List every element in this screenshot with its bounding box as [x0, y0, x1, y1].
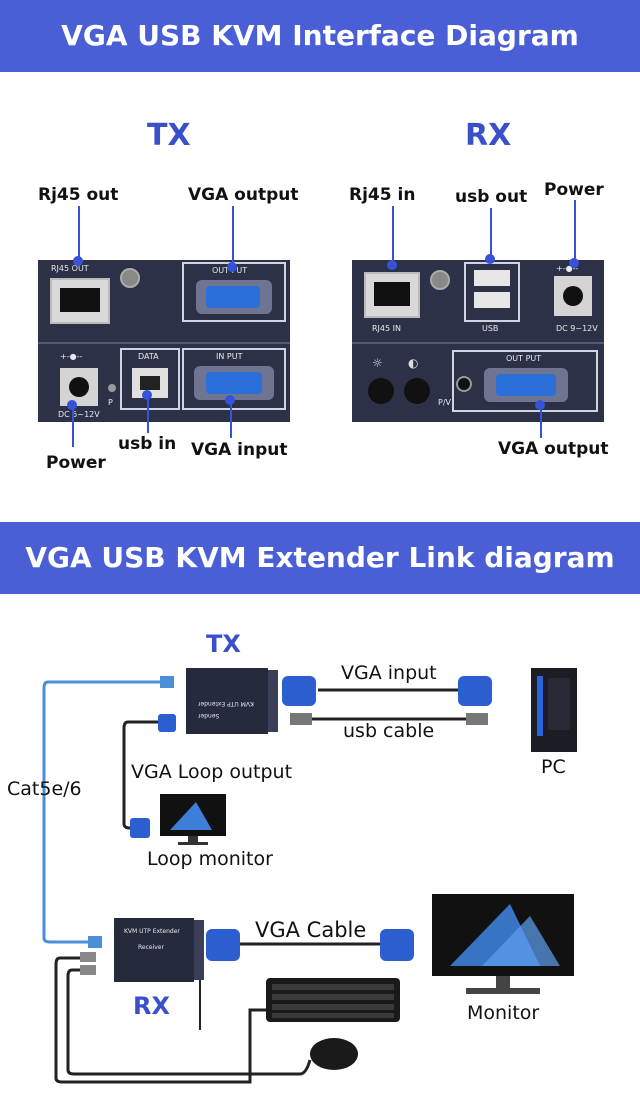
rx-usb-port-2: [474, 292, 510, 308]
brightness-icon: ☼: [372, 356, 383, 370]
rx-rj45-plug: [88, 936, 102, 948]
mouse: [310, 1038, 358, 1070]
leader-dot-tx-vga-out: [227, 262, 237, 272]
link-vga-loop-output-label: VGA Loop output: [131, 761, 293, 783]
rx-rj45-port: [364, 272, 420, 318]
leader-dot-rx-usb: [485, 254, 495, 264]
leader-dot-tx-usb: [142, 390, 152, 400]
tx-data-box: DATA: [120, 348, 180, 410]
rx-output-text: OUT PUT: [506, 354, 542, 363]
leader-tx-rj45: [78, 206, 80, 262]
rx-device-panel: RJ45 IN USB +-●-- DC 9~12V ☼ ◐ P/V OUT P…: [352, 260, 604, 422]
rx-vga-output-port: [484, 368, 568, 402]
leader-rx-power: [574, 200, 576, 262]
tx-rj45-plug: [160, 676, 174, 688]
cat5e-cable: [42, 680, 165, 944]
rx-rj45-in-label: Rj45 in: [349, 185, 416, 205]
rx-device-text-1: KVM UTP Extender: [124, 928, 180, 935]
rx-power-label: Power: [544, 180, 604, 200]
leader-dot-tx-rj45: [73, 256, 83, 266]
rx-output-box: OUT PUT: [452, 350, 598, 412]
usb-plug-left: [290, 713, 312, 725]
leader-dot-rx-power: [569, 258, 579, 268]
rx-pv-text: P/V: [438, 398, 451, 407]
leader-dot-tx-vga-in: [225, 395, 235, 405]
link-vga-input-label: VGA input: [341, 662, 437, 684]
keyboard-cable: [54, 956, 266, 1084]
rx-ground-screw-icon: [430, 270, 450, 290]
rx-dc-jack: [554, 276, 592, 316]
tx-vga-output-label: VGA output: [188, 185, 299, 205]
tx-device-text-2: KVM UTP Extender: [198, 700, 254, 707]
link-vga-cable-label: VGA Cable: [255, 918, 367, 942]
tx-vga-input-port: [194, 366, 274, 400]
loop-monitor-plug: [130, 818, 150, 838]
tx-led-icon: [108, 384, 116, 392]
tx-loop-plug: [158, 714, 176, 732]
contrast-icon: ◐: [408, 356, 419, 370]
link-monitor-label: Monitor: [467, 1002, 540, 1024]
usb-plug-right: [466, 713, 488, 725]
link-rx-heading: RX: [133, 992, 170, 1020]
monitor-vga-plug: [380, 929, 414, 961]
tx-power-symbol: +-●--: [60, 352, 83, 361]
rx-rj45-in-text: RJ45 IN: [372, 324, 401, 333]
tx-rj45-out-text: RJ45 OUT: [51, 264, 89, 273]
rx-vga-plug-left: [206, 929, 240, 961]
interface-diagram-banner: VGA USB KVM Interface Diagram: [0, 0, 640, 72]
tx-vga-plug-left: [282, 676, 316, 706]
rx-power-symbol: +-●--: [556, 264, 579, 273]
rx-usb-out-label: usb out: [455, 187, 528, 207]
tx-vga-input-label: VGA input: [191, 440, 288, 460]
ground-screw-icon: [120, 268, 140, 288]
leader-dot-rx-rj45: [387, 260, 397, 270]
tx-device-text-1: Sender: [198, 712, 220, 719]
leader-tx-vga-in: [230, 400, 232, 438]
pc-vga-plug: [458, 676, 492, 706]
rx-dc-text: DC 9~12V: [556, 324, 598, 333]
leader-dot-rx-vga-out: [535, 400, 545, 410]
tx-dc-text: DC 5~12V: [58, 410, 100, 419]
leader-tx-usb: [147, 395, 149, 433]
link-diagram-banner: VGA USB KVM Extender Link diagram: [0, 522, 640, 594]
tx-extender-box: [186, 668, 268, 734]
leader-tx-power: [72, 405, 74, 447]
link-loop-monitor-label: Loop monitor: [147, 848, 273, 870]
link-pc-label: PC: [541, 756, 566, 778]
loop-vga-cable: [122, 720, 165, 830]
tx-vga-output-port: [196, 280, 272, 314]
rx-usb-port-1: [474, 270, 510, 286]
mouse-cable: [66, 968, 312, 1076]
leader-rx-usb: [490, 208, 492, 258]
tx-heading: TX: [147, 118, 191, 153]
tx-rj45-out-label: Rj45 out: [38, 185, 119, 205]
leader-rx-vga-out: [540, 404, 542, 438]
rx-vga-output-label: VGA output: [498, 439, 609, 459]
leader-dot-tx-power: [67, 400, 77, 410]
tx-input-text: IN PUT: [216, 352, 243, 361]
rx-extender-box: [114, 918, 194, 982]
tx-power-label: Power: [46, 453, 106, 473]
tx-rj45-port: [50, 278, 110, 324]
tx-usb-in-label: usb in: [118, 434, 177, 454]
brightness-knob: [368, 378, 394, 404]
rx-device-text-2: Receiver: [138, 944, 164, 951]
link-usb-cable-label: usb cable: [343, 720, 435, 742]
tx-data-text: DATA: [138, 352, 159, 361]
contrast-knob: [404, 378, 430, 404]
rx-heading: RX: [465, 118, 512, 153]
leader-tx-vga-out: [232, 206, 234, 268]
link-tx-heading: TX: [206, 630, 241, 658]
rx-usb-plug-2: [80, 965, 96, 975]
leader-rx-rj45: [392, 206, 394, 266]
tx-dc-jack: [60, 368, 98, 406]
tx-p-text: P: [108, 398, 113, 407]
rx-usb-text: USB: [482, 324, 499, 333]
rx-pv-button: [456, 376, 472, 392]
tx-input-box: IN PUT: [182, 348, 286, 410]
link-cat5e-label: Cat5e/6: [7, 778, 82, 800]
rx-usb-plug-1: [80, 952, 96, 962]
